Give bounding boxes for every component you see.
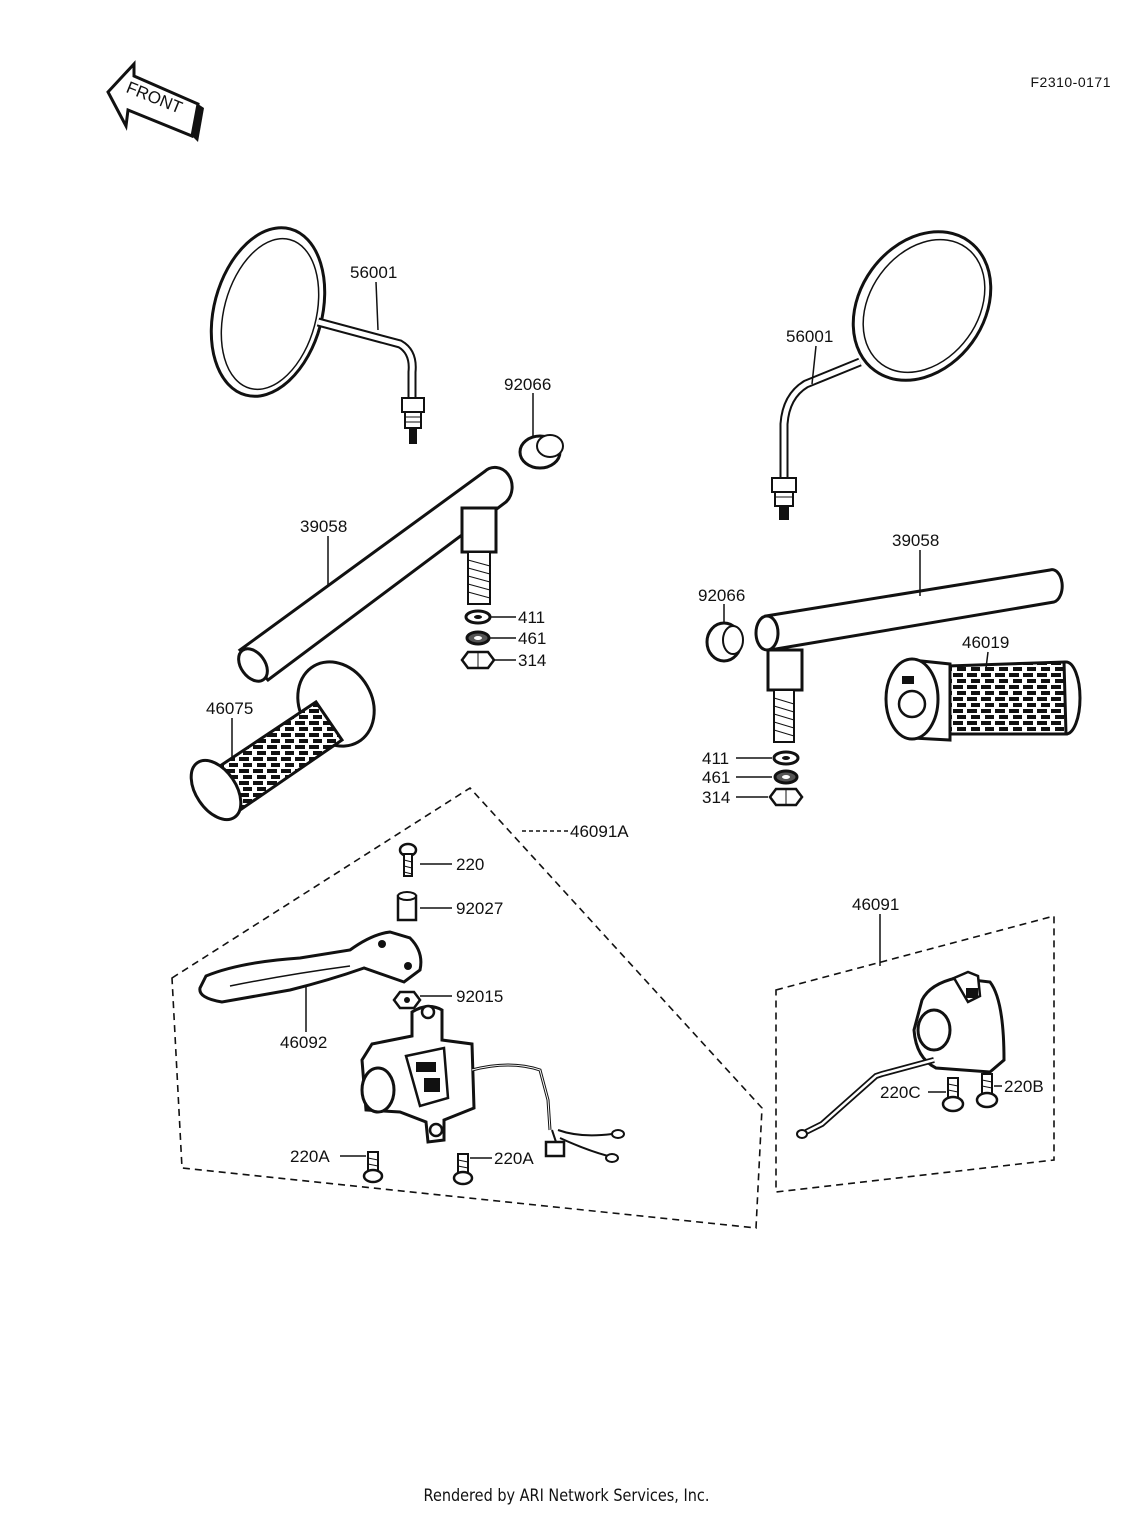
collar-92027 — [396, 891, 418, 922]
label-handlebar-right: 39058 — [892, 531, 939, 550]
label-screw-220c: 220C — [880, 1083, 921, 1102]
washer-left — [464, 609, 492, 625]
label-lockwasher-left: 461 — [518, 629, 546, 648]
nut-92015 — [392, 990, 422, 1010]
label-cap-right: 92066 — [698, 586, 745, 605]
label-switch-assembly-left: 46091A — [570, 822, 629, 841]
label-nut-left: 314 — [518, 651, 546, 670]
label-washer-right: 411 — [702, 749, 729, 768]
screw-220b — [975, 1073, 999, 1109]
front-arrow-icon: FRONT — [106, 60, 204, 142]
screw-220c — [941, 1077, 965, 1113]
handlebar-right — [754, 568, 1064, 743]
label-screw-220: 220 — [456, 855, 484, 874]
reference-code: F2310-0171 — [1030, 74, 1111, 90]
nut-right — [768, 787, 804, 807]
label-washer-left: 411 — [518, 608, 545, 627]
mirror-left — [209, 226, 425, 444]
label-switch-assembly-right: 46091 — [852, 895, 899, 914]
screw-220 — [398, 842, 418, 877]
label-handlebar-left: 39058 — [300, 517, 347, 536]
grip-right — [884, 657, 1082, 742]
label-mirror-left: 56001 — [350, 263, 397, 282]
switch-housing-left — [360, 1004, 625, 1163]
label-screw-220b: 220B — [1004, 1077, 1044, 1096]
label-screw-220a-right: 220A — [494, 1149, 534, 1168]
label-lever-46092: 46092 — [280, 1033, 327, 1052]
cap-left — [518, 434, 564, 470]
screw-220a-right — [452, 1153, 474, 1186]
label-grip-left: 46075 — [206, 699, 253, 718]
label-mirror-right: 56001 — [786, 327, 833, 346]
washer-right — [772, 750, 800, 766]
lever-46092 — [198, 930, 423, 1004]
label-nut-right: 314 — [702, 788, 730, 807]
label-collar-92027: 92027 — [456, 899, 503, 918]
label-lockwasher-right: 461 — [702, 768, 730, 787]
assembly-outline-46091a — [171, 786, 763, 1229]
label-screw-220a-left: 220A — [290, 1147, 330, 1166]
lockwasher-right — [773, 769, 799, 785]
assembly-outline-46091 — [775, 914, 1055, 1193]
handlebar-left — [237, 465, 514, 683]
footer-credit: Rendered by ARI Network Services, Inc. — [423, 1486, 710, 1506]
grip-left — [189, 660, 376, 822]
lockwasher-left — [465, 630, 491, 646]
label-nut-92015: 92015 — [456, 987, 503, 1006]
cap-right — [705, 621, 744, 663]
switch-housing-right — [796, 970, 1006, 1139]
screw-220a-left — [362, 1151, 384, 1184]
nut-left — [460, 650, 496, 670]
label-grip-right: 46019 — [962, 633, 1009, 652]
mirror-right — [771, 230, 993, 520]
label-cap-left: 92066 — [504, 375, 551, 394]
